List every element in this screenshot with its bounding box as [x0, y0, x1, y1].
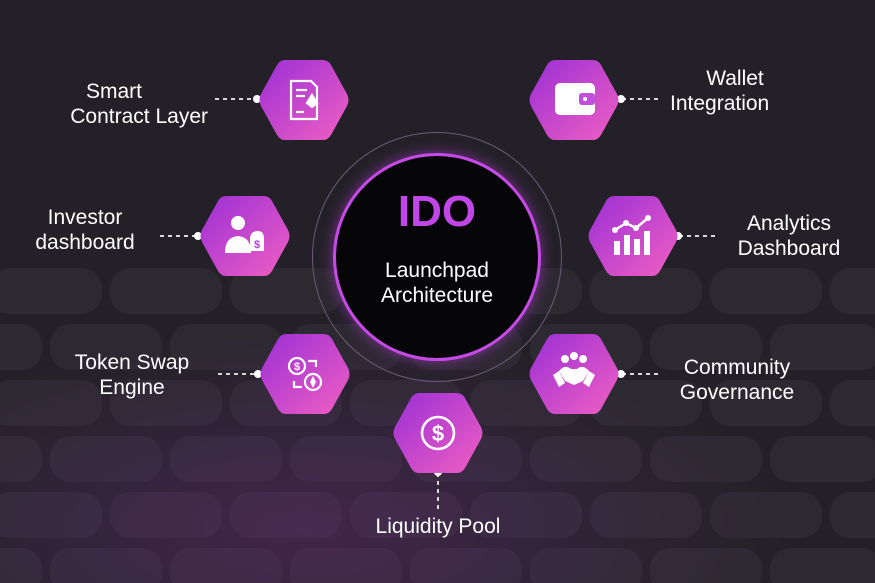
label-line: Integration [670, 92, 770, 115]
label-wallet-integration: Wallet Integration [670, 66, 850, 116]
center-subtitle: Launchpad Architecture [333, 258, 541, 308]
node-investor-dashboard: $ [198, 193, 292, 279]
label-line: Governance [679, 381, 795, 404]
label-analytics-dashboard: Analytics Dashboard [722, 211, 856, 261]
label-line: Engine [99, 376, 165, 399]
label-smart-contract-layer: Smart Contract Layer [20, 79, 208, 129]
node-wallet-integration [527, 57, 621, 143]
center-title: IDO [397, 187, 477, 236]
wallet-icon [555, 83, 595, 115]
label-investor-dashboard: Investor dashboard [12, 205, 158, 255]
label-line: Investor [47, 206, 123, 229]
center-subtitle-line2: Architecture [380, 284, 494, 307]
label-line: Analytics [746, 212, 832, 235]
token-swap-icon: $ [287, 356, 323, 392]
label-line: Community [683, 356, 791, 379]
analytics-chart-icon [612, 215, 651, 255]
svg-text:$: $ [294, 361, 300, 373]
label-line: dashboard [35, 231, 135, 254]
label-liquidity-pool: Liquidity Pool [338, 514, 538, 539]
smart-contract-document-icon [289, 79, 319, 121]
investor-money-bag-icon: $ [225, 216, 264, 253]
svg-text:$: $ [432, 421, 444, 446]
center-circle [333, 153, 541, 361]
svg-text:$: $ [254, 239, 260, 251]
node-smart-contract-layer [257, 57, 351, 143]
label-community-governance: Community Governance [662, 355, 812, 405]
label-line: Contract Layer [70, 105, 208, 128]
center-subtitle-line1: Launchpad [385, 259, 489, 282]
label-token-swap-engine: Token Swap Engine [58, 350, 206, 400]
community-handshake-icon [553, 352, 595, 387]
center-outer-ring [312, 132, 562, 382]
label-line: Token Swap [74, 351, 190, 374]
dollar-coin-icon: $ [420, 415, 456, 451]
node-liquidity-pool: $ [391, 390, 485, 476]
label-line: Smart [85, 80, 142, 103]
label-line: Wallet [706, 67, 764, 90]
node-token-swap-engine: $ [258, 331, 352, 417]
label-line: Liquidity Pool [375, 515, 501, 538]
node-analytics-dashboard [586, 193, 680, 279]
node-community-governance [527, 331, 621, 417]
label-line: Dashboard [737, 237, 841, 260]
